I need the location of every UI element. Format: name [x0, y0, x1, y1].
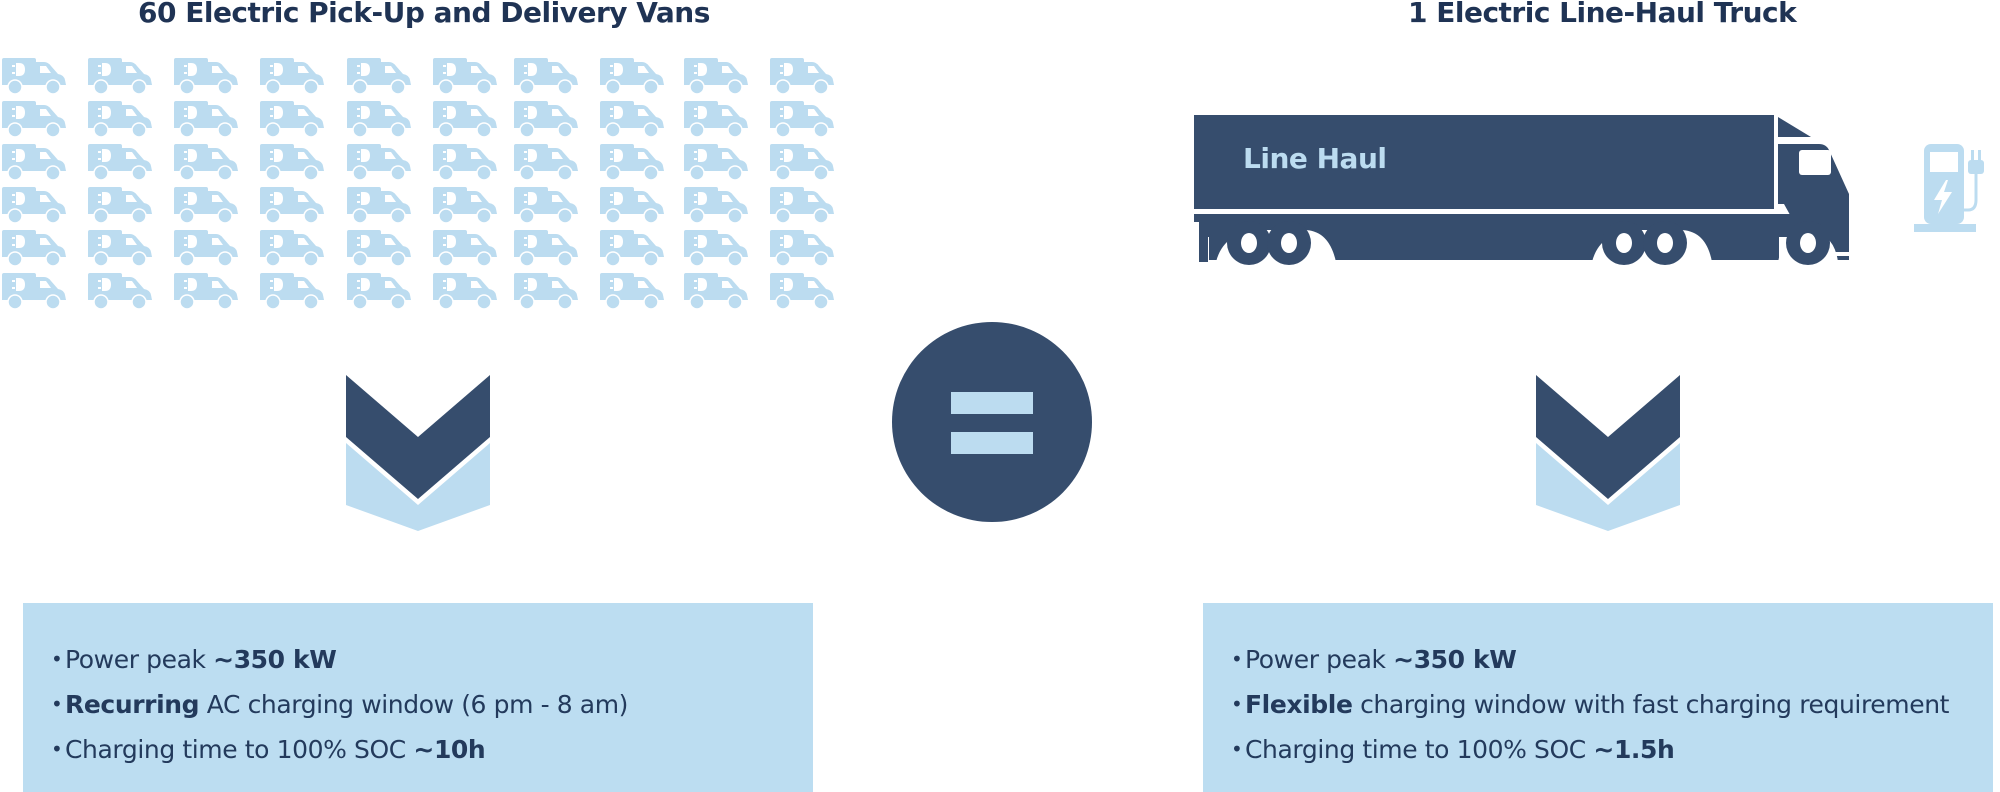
electric-van-icon: [682, 230, 748, 267]
electric-van-icon: [345, 187, 411, 224]
bullet-item: •Power peak ~350 kW: [51, 637, 628, 682]
bullet-highlight: ~350 kW: [1393, 645, 1517, 674]
bullet-highlight: Flexible: [1245, 690, 1353, 719]
bullet-text: Power peak: [65, 645, 214, 674]
bullet-text: AC charging window (6 pm - 8 am): [199, 690, 629, 719]
electric-van-icon: [86, 230, 152, 267]
electric-van-icon: [598, 58, 664, 95]
equals-circle-icon: [892, 322, 1092, 522]
electric-van-icon: [258, 144, 324, 181]
electric-van-icon: [598, 187, 664, 224]
bullet-icon: •: [51, 647, 63, 671]
electric-van-icon: [431, 101, 497, 138]
electric-van-icon: [682, 187, 748, 224]
electric-van-icon: [512, 273, 578, 310]
electric-van-icon: [768, 273, 834, 310]
bullet-text: charging window with fast charging requi…: [1352, 690, 1950, 719]
electric-van-icon: [345, 230, 411, 267]
truck-info-box: •Power peak ~350 kW •Flexible charging w…: [1203, 603, 1993, 792]
electric-van-icon: [172, 58, 238, 95]
electric-van-icon: [682, 273, 748, 310]
electric-van-icon: [0, 230, 66, 267]
electric-van-icon: [258, 58, 324, 95]
electric-van-icon: [172, 230, 238, 267]
electric-van-icon: [768, 58, 834, 95]
electric-van-icon: [0, 187, 66, 224]
electric-van-icon: [512, 187, 578, 224]
electric-van-icon: [598, 101, 664, 138]
truck-bullets: •Power peak ~350 kW •Flexible charging w…: [1231, 637, 1949, 772]
electric-van-icon: [512, 58, 578, 95]
bullet-highlight: ~350 kW: [213, 645, 337, 674]
electric-van-icon: [86, 101, 152, 138]
bullet-icon: •: [1231, 737, 1243, 761]
bullet-highlight: ~10h: [413, 735, 486, 764]
electric-van-icon: [512, 101, 578, 138]
bullet-item: •Charging time to 100% SOC ~1.5h: [1231, 727, 1949, 772]
double-chevron-down-icon: [346, 375, 490, 531]
electric-van-icon: [431, 273, 497, 310]
electric-van-icon: [682, 144, 748, 181]
electric-van-icon: [258, 273, 324, 310]
bullet-item: •Flexible charging window with fast char…: [1231, 682, 1949, 727]
bullet-highlight: Recurring: [65, 690, 200, 719]
van-grid: [0, 58, 840, 320]
electric-van-icon: [86, 273, 152, 310]
electric-van-icon: [598, 273, 664, 310]
electric-van-icon: [512, 144, 578, 181]
van-fleet-bullets: •Power peak ~350 kW •Recurring AC chargi…: [51, 637, 628, 772]
electric-van-icon: [172, 187, 238, 224]
electric-van-icon: [345, 58, 411, 95]
electric-van-icon: [598, 230, 664, 267]
electric-van-icon: [258, 101, 324, 138]
electric-van-icon: [86, 187, 152, 224]
ev-charging-station-icon: [1914, 144, 1984, 232]
electric-van-icon: [345, 144, 411, 181]
electric-van-icon: [431, 58, 497, 95]
electric-van-icon: [172, 101, 238, 138]
right-title: 1 Electric Line-Haul Truck: [1408, 0, 1797, 29]
bullet-icon: •: [1231, 647, 1243, 671]
bullet-icon: •: [51, 737, 63, 761]
line-haul-truck-icon: [1194, 115, 1852, 265]
electric-van-icon: [768, 187, 834, 224]
double-chevron-down-icon: [1536, 375, 1680, 531]
electric-van-icon: [682, 101, 748, 138]
electric-van-icon: [172, 273, 238, 310]
electric-van-icon: [768, 230, 834, 267]
electric-van-icon: [0, 58, 66, 95]
bullet-text: Charging time to 100% SOC: [1245, 735, 1594, 764]
electric-van-icon: [86, 58, 152, 95]
bullet-icon: •: [1231, 692, 1243, 716]
electric-van-icon: [86, 144, 152, 181]
electric-van-icon: [768, 101, 834, 138]
electric-van-icon: [172, 144, 238, 181]
electric-van-icon: [0, 273, 66, 310]
electric-van-icon: [431, 230, 497, 267]
bullet-item: •Power peak ~350 kW: [1231, 637, 1949, 682]
electric-van-icon: [258, 230, 324, 267]
bullet-item: •Charging time to 100% SOC ~10h: [51, 727, 628, 772]
bullet-item: •Recurring AC charging window (6 pm - 8 …: [51, 682, 628, 727]
electric-van-icon: [512, 230, 578, 267]
electric-van-icon: [0, 144, 66, 181]
truck-label: Line Haul: [1243, 142, 1387, 175]
electric-van-icon: [598, 144, 664, 181]
left-title: 60 Electric Pick-Up and Delivery Vans: [138, 0, 710, 29]
electric-van-icon: [345, 101, 411, 138]
electric-van-icon: [345, 273, 411, 310]
bullet-icon: •: [51, 692, 63, 716]
electric-van-icon: [0, 101, 66, 138]
electric-van-icon: [682, 58, 748, 95]
bullet-highlight: ~1.5h: [1593, 735, 1675, 764]
electric-van-icon: [258, 187, 324, 224]
van-fleet-info-box: •Power peak ~350 kW •Recurring AC chargi…: [23, 603, 813, 792]
electric-van-icon: [431, 144, 497, 181]
bullet-text: Power peak: [1245, 645, 1394, 674]
electric-van-icon: [431, 187, 497, 224]
electric-van-icon: [768, 144, 834, 181]
bullet-text: Charging time to 100% SOC: [65, 735, 414, 764]
